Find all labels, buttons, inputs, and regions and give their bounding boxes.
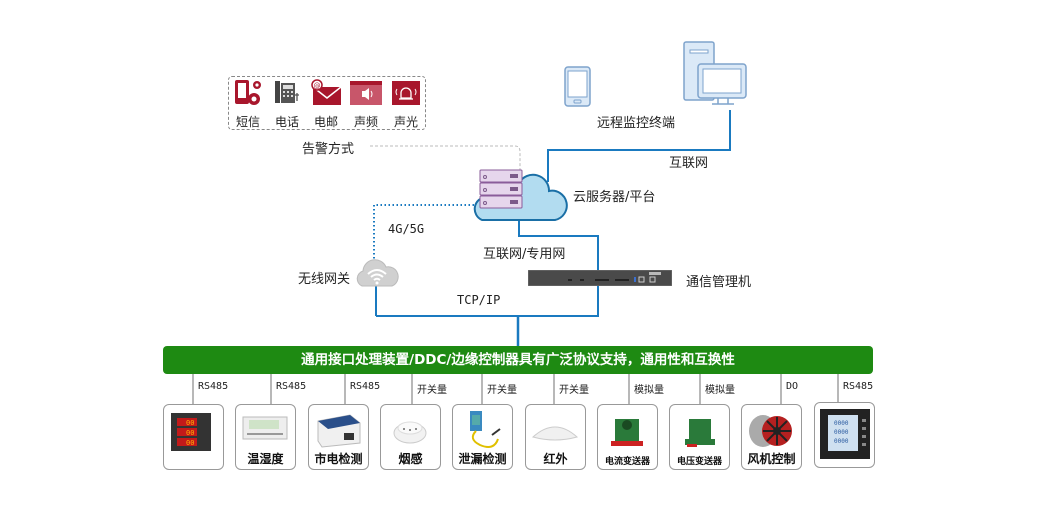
device-name: 市电检测 bbox=[314, 452, 363, 466]
internet-label: 互联网 bbox=[669, 156, 709, 171]
svg-text:0000: 0000 bbox=[834, 420, 849, 427]
device-protocol-label: RS485 bbox=[350, 381, 381, 392]
device-card: 红外 bbox=[525, 404, 586, 470]
alarm-item-label: 声频 bbox=[353, 115, 378, 129]
device-card: 烟感 bbox=[380, 404, 441, 470]
power-meter-icon: 00 00 00 bbox=[171, 413, 211, 451]
svg-text:00: 00 bbox=[186, 429, 194, 437]
svg-text:00: 00 bbox=[186, 439, 194, 447]
internet-line bbox=[547, 110, 731, 182]
alarm-item-audio: 声频 bbox=[349, 79, 383, 130]
alarm-item-sms: 短信 bbox=[231, 79, 265, 130]
svg-text:@: @ bbox=[314, 82, 321, 90]
cloud-server-label: 云服务器/平台 bbox=[573, 190, 656, 205]
alarm-title: 告警方式 bbox=[302, 142, 355, 157]
remote-terminal-label: 远程监控终端 bbox=[597, 116, 676, 131]
device-protocol-label: RS485 bbox=[198, 381, 229, 392]
device-protocol-label: 开关量 bbox=[559, 385, 589, 396]
smoke-detector-icon bbox=[393, 421, 427, 444]
wireless-gateway-label: 无线网关 bbox=[298, 272, 351, 287]
telephone-icon bbox=[275, 81, 299, 103]
email-icon: @ bbox=[311, 79, 342, 105]
voltage-transmitter-icon bbox=[685, 419, 715, 447]
device-name: 风机控制 bbox=[747, 452, 796, 466]
speaker-icon bbox=[350, 81, 382, 105]
device-name: 烟感 bbox=[398, 452, 423, 466]
device-protocol-label: 模拟量 bbox=[634, 385, 664, 396]
infrared-sensor-icon bbox=[531, 426, 579, 441]
device-card: 电流变送器 bbox=[597, 404, 658, 470]
device-protocol-label: 模拟量 bbox=[705, 385, 735, 396]
device-card: 市电检测 bbox=[308, 404, 369, 470]
wireless-gateway-icon bbox=[356, 259, 399, 287]
alarm-link-line bbox=[370, 145, 521, 172]
device-protocol-label: DO bbox=[786, 381, 799, 392]
device-protocol-label: 开关量 bbox=[417, 385, 447, 396]
cellular-link-line bbox=[373, 204, 478, 262]
alarm-item-label: 电话 bbox=[274, 115, 299, 129]
current-transmitter-icon bbox=[611, 419, 643, 446]
comm-manager-label: 通信管理机 bbox=[686, 275, 752, 290]
device-name: 电压变送器 bbox=[676, 457, 722, 467]
alarm-item-light: 声光 bbox=[389, 79, 423, 130]
device-card: 00 00 00 bbox=[163, 404, 224, 470]
desktop-computer-icon bbox=[683, 41, 747, 105]
cellular-label: 4G/5G bbox=[388, 222, 425, 236]
svg-text:0000: 0000 bbox=[834, 438, 849, 445]
device-protocol-label: RS485 bbox=[276, 381, 307, 392]
mobile-phone-icon bbox=[564, 66, 591, 107]
interface-bus-bar: 通用接口处理装置/DDC/边缘控制器具有广泛协议支持，通用性和互换性 bbox=[163, 346, 873, 374]
device-card: 温湿度 bbox=[235, 404, 296, 470]
tcp-ip-label: TCP/IP bbox=[457, 293, 501, 307]
alarm-item-label: 短信 bbox=[235, 115, 260, 129]
alarm-methods-box: 短信 电话 @ 电邮 声频 bbox=[228, 76, 426, 130]
device-name: 电流变送器 bbox=[604, 457, 650, 467]
alarm-item-label: 声光 bbox=[393, 115, 418, 129]
alarm-light-icon bbox=[392, 81, 420, 105]
device-card: 泄漏检测 bbox=[452, 404, 513, 470]
device-protocol-label: RS485 bbox=[843, 381, 874, 392]
svg-text:00: 00 bbox=[186, 419, 194, 427]
private-net-label: 互联网/专用网 bbox=[483, 247, 566, 262]
device-name: 红外 bbox=[543, 452, 568, 466]
alarm-item-phone: 电话 bbox=[270, 79, 304, 130]
device-name: 温湿度 bbox=[247, 452, 284, 466]
device-name: 泄漏检测 bbox=[458, 452, 507, 466]
alarm-item-label: 电邮 bbox=[313, 115, 338, 129]
alarm-item-email: @ 电邮 bbox=[309, 79, 343, 130]
device-protocol-label: 开关量 bbox=[487, 385, 517, 396]
device-card: 0000 0000 0000 bbox=[814, 402, 875, 468]
leak-detector-icon bbox=[470, 411, 501, 448]
lcd-meter-icon: 0000 0000 0000 bbox=[820, 409, 870, 459]
cloud-server-icon bbox=[473, 169, 568, 221]
device-card: 电压变送器 bbox=[669, 404, 730, 470]
fan-icon bbox=[749, 415, 792, 447]
comm-manager-icon bbox=[528, 270, 672, 286]
temp-humidity-sensor-icon bbox=[242, 416, 288, 440]
mains-detector-icon bbox=[317, 414, 361, 448]
svg-text:0000: 0000 bbox=[834, 429, 849, 436]
device-card: 风机控制 bbox=[741, 404, 802, 470]
sms-gear-icon bbox=[235, 80, 261, 105]
private-net-line bbox=[376, 214, 599, 317]
